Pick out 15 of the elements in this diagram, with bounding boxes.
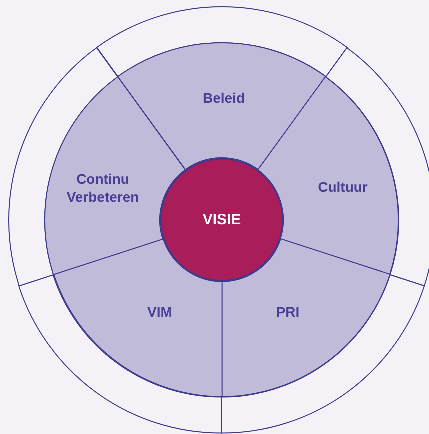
segment-label: Cultuur [318,178,368,196]
wheel-segment [258,76,399,275]
segment-label: VIM [148,302,172,322]
wheel-segment [118,43,326,170]
segment-label: Beleid [202,88,245,108]
center-circle [160,158,284,282]
ring-segment [19,274,222,433]
segment-label: Continu Verbeteren [66,170,140,206]
ring-segment [96,7,348,77]
segment-label: PRI [276,302,300,322]
wheel-segment [45,76,186,275]
ring-segment [222,274,425,433]
wheel-segment [222,239,390,397]
wheel-segment [54,239,222,397]
segment-label: VISIE [202,210,242,230]
